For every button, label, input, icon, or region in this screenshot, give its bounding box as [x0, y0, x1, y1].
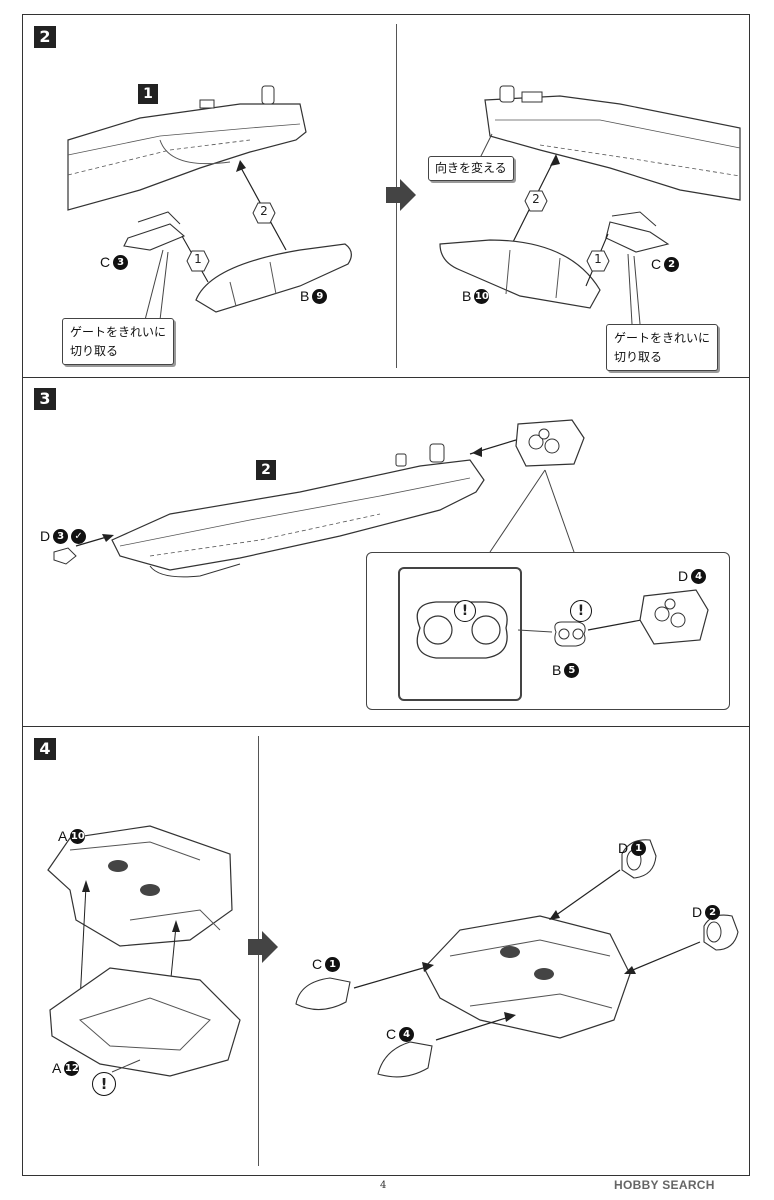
- order-2-hexagon-right: [524, 190, 548, 212]
- note-cut-gate-left: ゲートをきれいに切り取る: [62, 318, 175, 366]
- order-2-label-left: 2: [260, 204, 268, 218]
- transition-arrow-icon-step4: [248, 931, 278, 963]
- step3-illustration: [53, 419, 585, 578]
- step2-left-illustration: [67, 85, 741, 325]
- caution-icon-step4: !: [92, 1072, 116, 1096]
- watermark: HOBBY SEARCH: [614, 1178, 715, 1192]
- glue-swirl-icon: ✓: [71, 528, 87, 544]
- page-number: 4: [380, 1180, 387, 1191]
- ref-step-1-marker: 1: [138, 84, 158, 104]
- order-2-label-right: 2: [532, 192, 540, 206]
- divider-step3-step4: [22, 726, 750, 727]
- caution-icon-inset-small: !: [570, 600, 592, 622]
- note-cut-gate-right: ゲートをきれいに切り取る: [606, 324, 719, 372]
- order-1-label-right: 1: [594, 252, 602, 266]
- note-change-direction: 向きを変える: [428, 156, 514, 181]
- caution-icon-inset-large: !: [454, 600, 476, 622]
- step-number-3: 3: [34, 388, 56, 410]
- divider-step2-step3: [22, 377, 750, 378]
- order-2-hexagon: [252, 202, 276, 224]
- order-1-hexagon-right: [586, 250, 610, 272]
- page-frame: [22, 14, 750, 1176]
- step-number-2: 2: [34, 26, 56, 48]
- order-1-hexagon: [186, 250, 210, 272]
- step4-illustration: [47, 825, 739, 1078]
- order-1-label-left: 1: [194, 252, 202, 266]
- step-number-4: 4: [34, 738, 56, 760]
- transition-arrow-icon: [386, 179, 416, 211]
- ref-step-2-marker: 2: [256, 460, 276, 480]
- step3-inset-illustration: [416, 589, 709, 659]
